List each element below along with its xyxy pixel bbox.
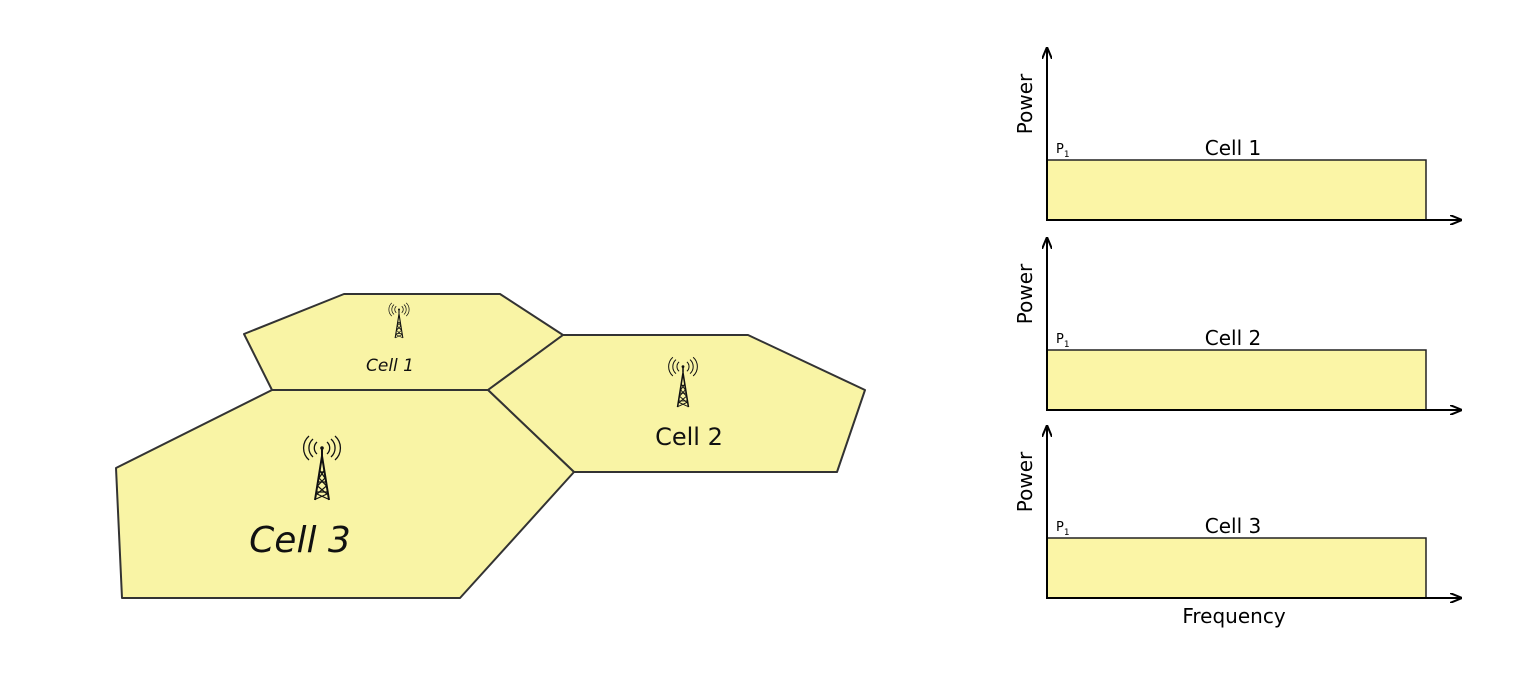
panel-title: Cell 1 bbox=[1205, 136, 1261, 160]
panel-title: Cell 2 bbox=[1205, 326, 1261, 350]
cell-label: Cell 1 bbox=[366, 356, 414, 376]
power-level-label: P1 bbox=[1056, 142, 1070, 160]
power-band bbox=[1046, 159, 1427, 221]
spectrum-panel: Power P1 Cell 2 bbox=[1013, 238, 1461, 411]
panel-title: Cell 3 bbox=[1205, 514, 1261, 538]
y-axis-label: Power bbox=[1013, 451, 1037, 512]
spectrum-panel: Power P1 Cell 3 Frequency bbox=[1013, 426, 1461, 628]
cell-label: Cell 3 bbox=[249, 520, 351, 561]
cell-network: Cell 1 Cell 2 Cell 3 bbox=[115, 293, 866, 599]
y-axis-label: Power bbox=[1013, 73, 1037, 134]
power-band bbox=[1046, 537, 1427, 599]
cell-hexagon bbox=[115, 389, 575, 599]
cell-label: Cell 2 bbox=[655, 423, 723, 451]
spectrum-panel: Power P1 Cell 1 bbox=[1013, 48, 1461, 221]
y-axis-label: Power bbox=[1013, 263, 1037, 324]
x-axis-label: Frequency bbox=[1182, 604, 1285, 628]
power-level-label: P1 bbox=[1056, 520, 1070, 538]
power-level-label: P1 bbox=[1056, 332, 1070, 350]
power-band bbox=[1046, 349, 1427, 411]
